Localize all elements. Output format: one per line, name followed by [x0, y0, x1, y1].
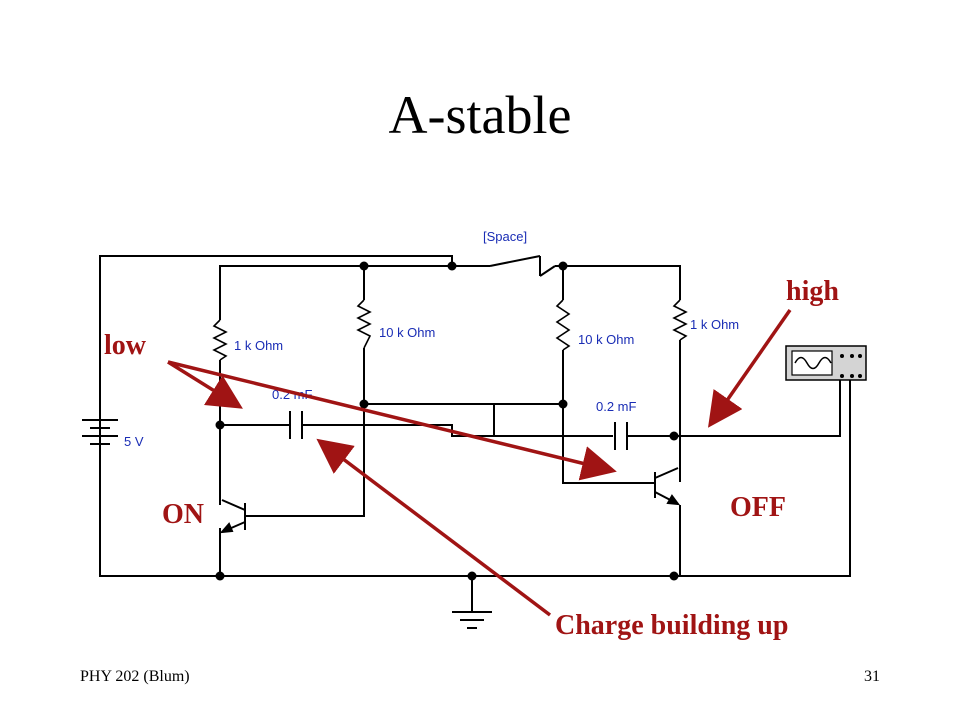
battery-label: 5 V — [124, 434, 144, 449]
r4-resistor-icon — [672, 299, 688, 341]
charge-label: Charge building up — [555, 610, 789, 641]
annotation-arrows — [167, 308, 792, 617]
r3-label: 10 k Ohm — [578, 332, 634, 347]
r3-resistor-icon — [555, 299, 571, 351]
high-arrow — [707, 308, 792, 428]
left-transistor-icon — [219, 499, 246, 534]
c2-label: 0.2 mF — [596, 399, 637, 414]
inner-top-right-wire — [555, 265, 681, 300]
page-title: A-stable — [388, 85, 572, 145]
footer-course: PHY 202 (Blum) — [80, 668, 190, 685]
bottom-rail — [99, 380, 851, 577]
right-transistor-icon — [640, 467, 681, 506]
page-number: 31 — [864, 668, 880, 685]
c1-capacitor-icon — [289, 411, 303, 439]
r2-label: 10 k Ohm — [379, 325, 435, 340]
charge-arrow — [316, 438, 552, 617]
c2-capacitor-icon — [614, 422, 628, 450]
oscilloscope-icon — [785, 345, 867, 381]
low-arrow-left — [167, 360, 243, 409]
r1-resistor-icon — [212, 319, 228, 361]
battery-icon — [82, 419, 118, 445]
switch-label: [Space] — [483, 229, 527, 244]
wires — [99, 255, 851, 577]
low-label: low — [104, 330, 146, 361]
inner-top-wire — [219, 265, 490, 320]
ground-icon — [452, 576, 492, 629]
r2-resistor-icon — [356, 299, 372, 349]
r1-label: 1 k Ohm — [234, 338, 283, 353]
switch — [455, 255, 556, 277]
r3-to-base-wire — [562, 350, 640, 484]
r2-to-base-wire — [245, 348, 365, 517]
output-wire — [627, 380, 841, 437]
r4-label: 1 k Ohm — [690, 317, 739, 332]
off-label: OFF — [730, 492, 786, 523]
high-label: high — [786, 276, 839, 307]
low-arrow-right — [167, 360, 617, 481]
cross-wire-a — [364, 403, 495, 436]
on-label: ON — [162, 499, 204, 530]
outer-top-wire — [99, 255, 453, 450]
junction-dots — [215, 261, 679, 581]
